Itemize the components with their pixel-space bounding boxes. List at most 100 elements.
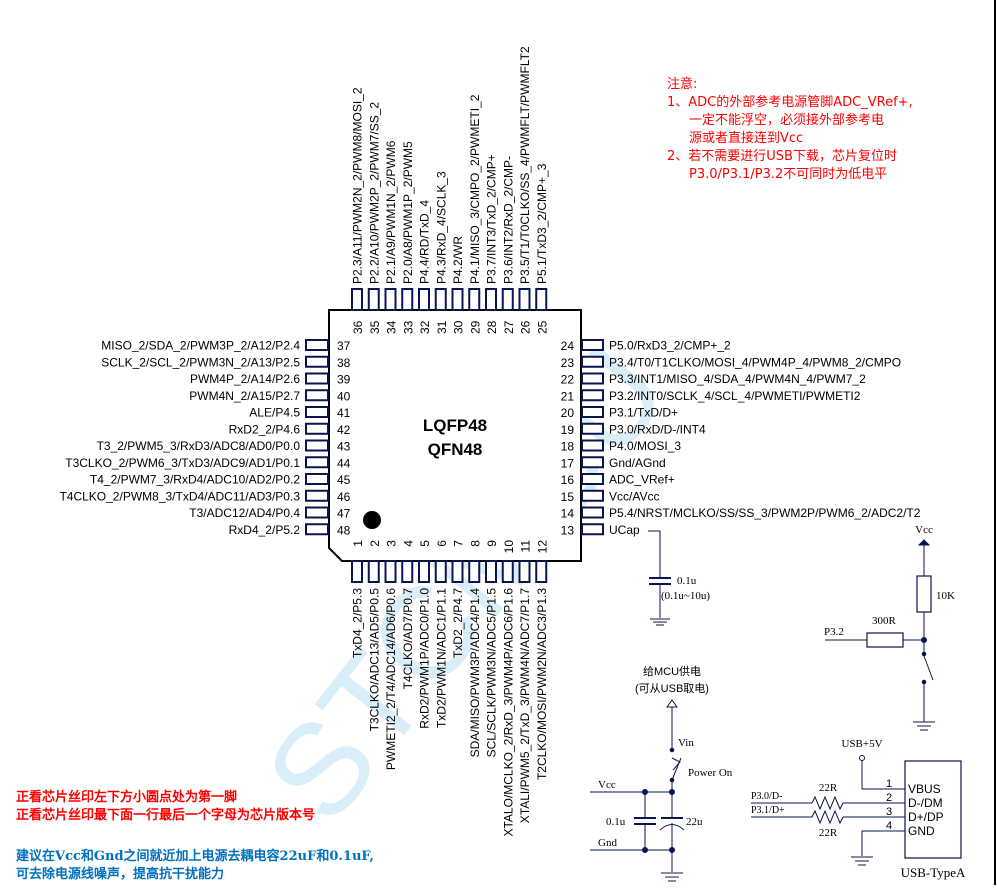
pin-number: 6 (435, 540, 449, 547)
pin-label: T3CLKO_2/PWM6_3/TxD3/ADC9/AD1/P0.1 (65, 456, 300, 470)
usb-circuit (751, 755, 962, 866)
pin-label: RxD4_2/P5.2 (229, 523, 301, 537)
pin-number: 24 (561, 339, 575, 353)
pin-label: Gnd/AGnd (609, 456, 666, 470)
pin-pad (581, 422, 604, 435)
pin-number: 30 (452, 320, 466, 334)
pin-label: SCLK_2/SCL_2/PWM3N_2/A13/P2.5 (101, 355, 300, 369)
reset-switch-icon (923, 655, 934, 681)
resistor-300r-value: 300R (872, 615, 897, 627)
decoupling-notes: 建议在Vcc和Gnd之间就近加上电源去耦电容22uF和0.1uF, 可去除电源线… (16, 848, 374, 884)
pin-pad (501, 288, 514, 311)
power-arrow-icon (666, 699, 678, 708)
pin-label: P4.0/MOSI_3 (609, 439, 681, 453)
pin-45: T4_2/PWM7_3/RxD4/ADC10/AD2/P0.2 45 (90, 473, 351, 488)
pin-number: 28 (485, 320, 499, 334)
pin-pad (581, 355, 604, 368)
pin-pad (305, 355, 329, 368)
pin-pad (367, 288, 380, 311)
pin-number: 17 (561, 456, 575, 470)
pin-number: 32 (418, 320, 432, 334)
pin-label: TxD2_2/P4.7 (451, 588, 465, 658)
pin-pad (581, 489, 604, 502)
gnd-rail-label: Gnd (598, 837, 617, 849)
pin-pad (581, 389, 604, 402)
pin-pad (305, 372, 329, 385)
pin-label: P2.3/A11/PWM2N_2/PWM8/MOSI_2 (351, 87, 365, 284)
usb-pin-label: VBUS (908, 782, 941, 796)
pin-40: PWM4N_2/A15/P2.7 40 (189, 389, 350, 404)
pin-number: 38 (337, 356, 351, 370)
cap-large-value: 22u (686, 816, 703, 828)
package-label-lqfp48: LQFP48 (423, 416, 487, 435)
pin-1: TxD4_2/P5.31 (351, 540, 366, 658)
pin-pad (451, 560, 464, 583)
pin-4: T4CLKO/AD7/P0.74 (401, 540, 416, 690)
vin-node (669, 747, 675, 753)
resistor-22r-bottom-value: 22R (819, 827, 838, 839)
pin-label: P3.2/INT0/SCLK_4/SCL_4/PWMETI/PWMETI2 (609, 389, 861, 403)
usb5v-terminal-icon (859, 755, 865, 761)
vcc-rail-label: Vcc (598, 779, 616, 791)
note-line: 源或者直接连到Vcc (689, 131, 804, 146)
resistor-300r (866, 632, 904, 648)
pin-18: P4.0/MOSI_318 (561, 439, 682, 454)
pin-number: 26 (519, 320, 533, 334)
pin-pad (581, 339, 604, 351)
pin-label: T4_2/PWM7_3/RxD4/ADC10/AD2/P0.2 (90, 473, 300, 487)
pin-number: 31 (435, 320, 449, 334)
pin-label: P5.0/RxD3_2/CMP+_2 (609, 339, 731, 353)
pin-number: 41 (337, 406, 351, 420)
pin-25: P5.1/TxD3_2/CMP+_325 (535, 163, 550, 334)
pin-number: 45 (337, 473, 351, 487)
pin-label: Vcc/AVcc (609, 489, 659, 503)
pin-pad (581, 506, 604, 519)
pin-pad (485, 288, 497, 311)
ucap-cap-value: 0.1u (677, 575, 697, 587)
usb-pin-number: 4 (886, 820, 892, 832)
pin-pad (401, 560, 414, 583)
usb5v-label: USB+5V (841, 738, 882, 750)
pin-label: P5.4/NRST/MCLKO/SS/SS_3/PWM2P/PWM6_2/ADC… (609, 506, 921, 520)
pin-number: 2 (368, 540, 382, 547)
pin-number: 23 (561, 356, 575, 370)
dp-net-label: P3.1/D+ (751, 805, 785, 816)
pin-number: 40 (337, 389, 351, 403)
pin-number: 5 (418, 540, 432, 547)
usb-pin-label: GND (908, 824, 935, 838)
pin-label: ALE/P4.5 (249, 406, 300, 420)
decoupling-note-line: 建议在Vcc和Gnd之间就近加上电源去耦电容22uF和0.1uF, (16, 849, 374, 864)
pin-pad (501, 560, 514, 583)
pin-number: 46 (337, 490, 351, 504)
pin-label: P4.4/RD/TxD_4 (418, 200, 432, 284)
usb-pin-4: 4 GND (886, 820, 935, 838)
pin-pad (485, 560, 497, 583)
pin-number: 8 (468, 540, 482, 547)
pin-label: TxD4_2/P5.3 (351, 588, 365, 658)
pin-41: ALE/P4.5 41 (249, 406, 350, 421)
pin-number: 16 (561, 473, 575, 487)
pin-6: TxD2/PWM1N/ADC1/P1.16 (434, 540, 449, 728)
note-line: 1、ADC的外部参考电源管脚ADC_VRef+, (667, 95, 913, 110)
pin-pad (367, 560, 380, 583)
usb-pin-label: D-/DM (908, 796, 943, 810)
note-line: P3.0/P3.1/P3.2不可同时为低电平 (689, 167, 888, 182)
pin-number: 35 (368, 320, 382, 334)
pin-label: P3.6/INT2/RxD_2/CMP- (501, 156, 515, 284)
pin-pad (581, 456, 604, 469)
note-line: 2、若不需要进行USB下载，芯片复位时 (667, 149, 897, 164)
usb-connector-name: USB-TypeA (901, 865, 966, 880)
chip-note-line: 正看芯片丝印左下方小圆点处为第一脚 (16, 790, 238, 805)
pin-label: PWM4N_2/A15/P2.7 (189, 389, 300, 403)
pin-number: 39 (337, 373, 351, 387)
pin-number: 13 (561, 523, 575, 537)
pin-pad (351, 560, 363, 583)
